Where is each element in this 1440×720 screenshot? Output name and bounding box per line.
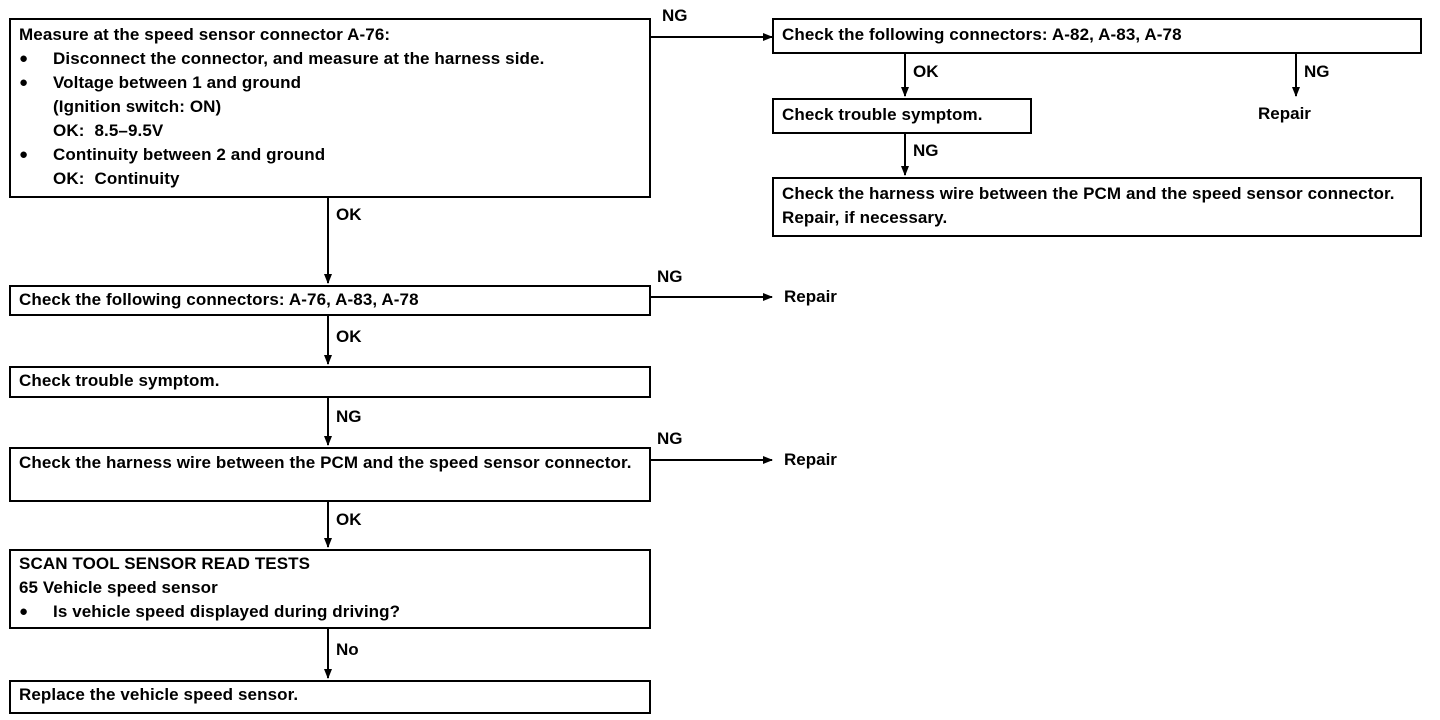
measure-ok-value-1: 8.5–9.5V — [94, 121, 164, 140]
connectors-right-prefix: Check the following connectors: — [782, 25, 1048, 44]
repair-outcome-harness-left: Repair — [784, 450, 837, 469]
replace-sensor-box: Replace the vehicle speed sensor. — [9, 680, 651, 714]
connectors-left-list: A-76, A-83, A-78 — [288, 290, 419, 309]
measure-ok-label-2: OK: — [53, 169, 85, 188]
repair-outcome-connectors-right: Repair — [1258, 104, 1311, 123]
check-symptom-right-box: Check trouble symptom. — [772, 98, 1032, 134]
bullet-icon: ● — [19, 603, 29, 620]
measure-title: Measure at the speed sensor connector A-… — [19, 25, 391, 44]
label-ng-connectors-right: NG — [1304, 62, 1330, 81]
measure-bullet-1: Disconnect the connector, and measure at… — [53, 49, 545, 68]
measure-bullet-2: Voltage between 1 and ground — [53, 73, 302, 92]
check-symptom-left-box: Check trouble symptom. — [9, 366, 651, 398]
measure-ok-value-2: Continuity — [94, 169, 180, 188]
label-ng-symptom-right: NG — [913, 141, 939, 160]
measure-bullet-3: Continuity between 2 and ground — [53, 145, 326, 164]
replace-text: Replace the vehicle speed sensor. — [19, 685, 299, 704]
connectors-right-list: A-82, A-83, A-78 — [1051, 25, 1182, 44]
measure-speed-sensor-box: Measure at the speed sensor connector A-… — [9, 18, 651, 198]
label-ok-harness-left: OK — [336, 510, 362, 529]
bullet-icon: ● — [19, 146, 29, 163]
label-ng-connectors-left: NG — [657, 267, 683, 286]
repair-outcome-connectors-left: Repair — [784, 287, 837, 306]
scan-sensor-line: 65 Vehicle speed sensor — [19, 578, 218, 597]
label-ng-harness-left: NG — [657, 429, 683, 448]
check-harness-left-box: Check the harness wire between the PCM a… — [9, 447, 651, 502]
label-ng-measure: NG — [662, 6, 688, 25]
check-connectors-left-box: Check the following connectors: A-76, A-… — [9, 285, 651, 316]
label-no-scan: No — [336, 640, 359, 659]
label-ok-measure: OK — [336, 205, 362, 224]
symptom-right-text: Check trouble symptom. — [782, 105, 983, 124]
check-harness-right-box: Check the harness wire between the PCM a… — [772, 177, 1422, 237]
label-ok-connectors-left: OK — [336, 327, 362, 346]
check-connectors-right-box: Check the following connectors: A-82, A-… — [772, 18, 1422, 54]
scan-bullet: Is vehicle speed displayed during drivin… — [53, 602, 401, 621]
measure-ok-label-1: OK: — [53, 121, 85, 140]
label-ok-connectors-right: OK — [913, 62, 939, 81]
bullet-icon: ● — [19, 74, 29, 91]
scan-title: SCAN TOOL SENSOR READ TESTS — [19, 554, 311, 573]
connectors-left-prefix: Check the following connectors: — [19, 290, 285, 309]
measure-bullet-2-sub: (Ignition switch: ON) — [53, 97, 222, 116]
bullet-icon: ● — [19, 50, 29, 67]
harness-right-text: Check the harness wire between the PCM a… — [782, 184, 1395, 227]
harness-left-text: Check the harness wire between the PCM a… — [19, 453, 632, 472]
symptom-left-text: Check trouble symptom. — [19, 371, 220, 390]
scan-tool-tests-box: SCAN TOOL SENSOR READ TESTS 65 Vehicle s… — [9, 549, 651, 629]
label-ng-symptom-left: NG — [336, 407, 362, 426]
